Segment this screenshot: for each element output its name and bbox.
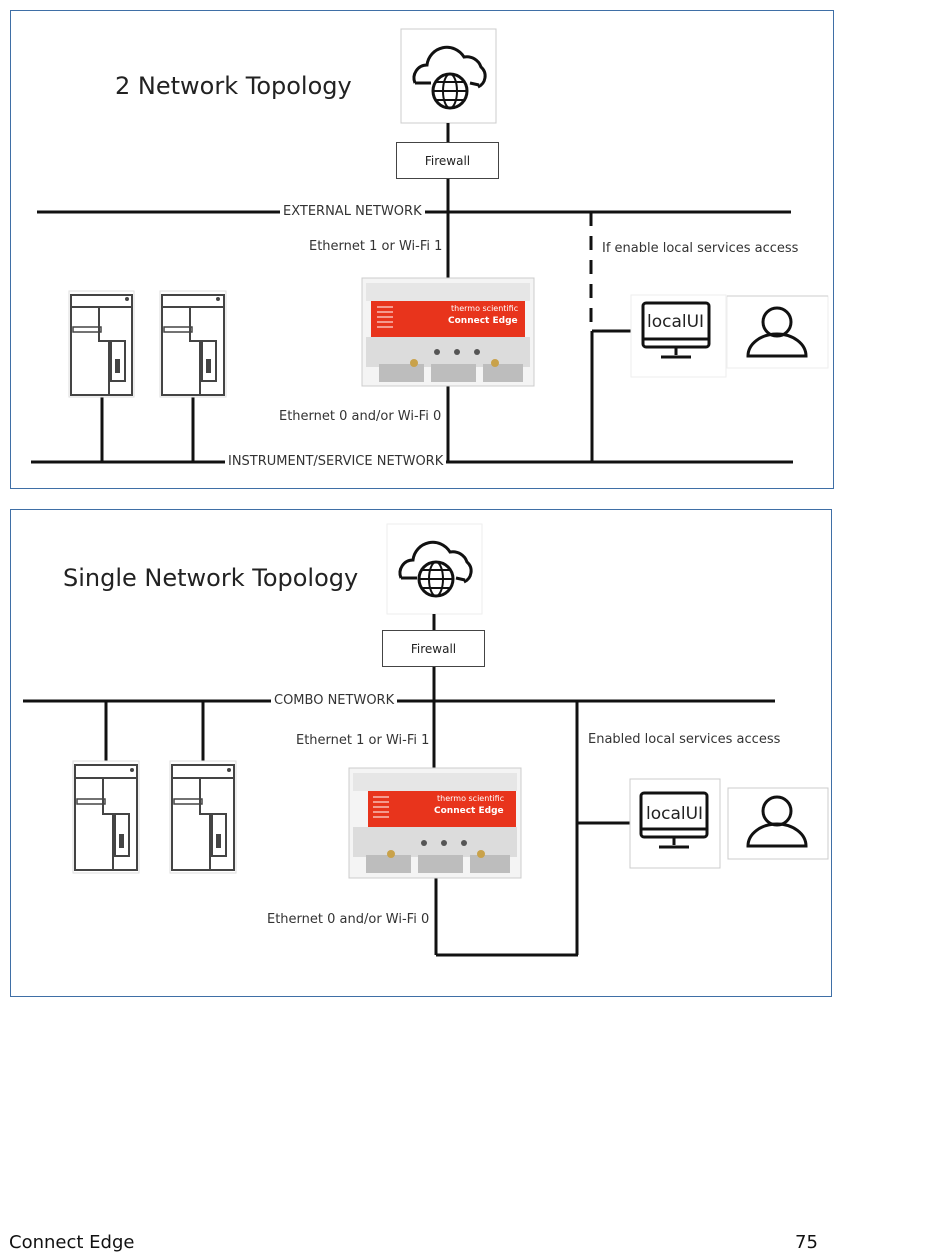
cloud-globe-icon: [386, 523, 483, 615]
instrument-icon: [68, 290, 135, 398]
firewall-box: Firewall: [382, 630, 485, 667]
connect-edge-device: [348, 767, 522, 879]
instrument-icon: [159, 290, 227, 398]
ethernet1-label: Ethernet 1 or Wi-Fi 1: [296, 733, 430, 748]
local-access-label: If enable local services access: [602, 241, 799, 256]
connect-edge-device: [361, 277, 535, 387]
diagram-title: 2 Network Topology: [115, 72, 352, 100]
combo-network-label: COMBO NETWORK: [271, 694, 398, 707]
monitor-label: localUI: [646, 804, 704, 824]
user-icon: [727, 787, 829, 860]
ethernet0-label: Ethernet 0 and/or Wi-Fi 0: [267, 912, 430, 927]
user-icon: [726, 295, 829, 369]
monitor-icon: [630, 294, 727, 378]
single-network-topology-diagram: Single Network Topology Firewall COMBO N…: [10, 509, 832, 997]
local-access-label: Enabled local services access: [588, 732, 781, 747]
firewall-box: Firewall: [396, 142, 499, 179]
cloud-globe-icon: [400, 28, 497, 124]
device-name-label: Connect Edge: [434, 806, 504, 816]
diagram-lines: [31, 28, 829, 464]
page-number: 75: [795, 1232, 818, 1253]
instrument-icon: [72, 760, 140, 874]
monitor-label: localUI: [647, 312, 705, 332]
two-network-topology-diagram: 2 Network Topology Firewall EXTERNAL NET…: [10, 10, 834, 489]
ethernet0-label: Ethernet 0 and/or Wi-Fi 0: [279, 409, 442, 424]
footer-title: Connect Edge: [9, 1232, 135, 1253]
diagram-lines: [23, 523, 829, 957]
external-network-label: EXTERNAL NETWORK: [280, 205, 425, 218]
instrument-network-label: INSTRUMENT/SERVICE NETWORK: [225, 455, 447, 468]
ethernet1-label: Ethernet 1 or Wi-Fi 1: [309, 239, 443, 254]
device-brand-label: thermo scientific: [451, 304, 519, 313]
device-name-label: Connect Edge: [448, 316, 518, 326]
instrument-icon: [169, 760, 237, 874]
monitor-icon: [629, 778, 721, 869]
diagram-title: Single Network Topology: [63, 564, 359, 592]
device-brand-label: thermo scientific: [437, 794, 505, 803]
